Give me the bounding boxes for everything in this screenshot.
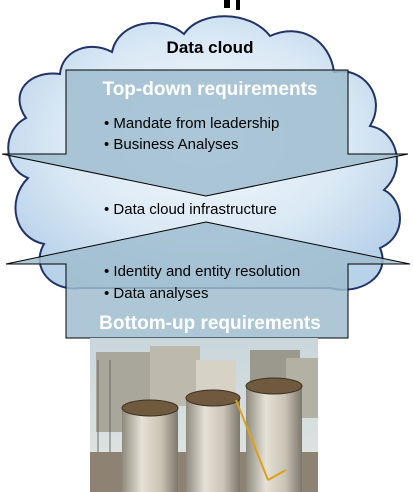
bullet: • (104, 285, 113, 302)
top-down-heading: Top-down requirements (103, 79, 318, 100)
bottom-up-heading: Bottom-up requirements (99, 313, 321, 334)
bullet: • (104, 136, 113, 153)
bottom-up-item-2-text: Data analyses (113, 285, 208, 302)
silo-photo (90, 338, 318, 492)
cropped-top-text (224, 0, 240, 10)
bullet: • (104, 201, 113, 218)
bullet: • (104, 115, 113, 132)
cloud-title: Data cloud (167, 38, 254, 57)
bullet: • (104, 263, 113, 280)
bottom-up-item-2: • Data analyses (104, 285, 208, 302)
top-down-item-2: • Business Analyses (104, 136, 239, 153)
middle-item-1-text: Data cloud infrastructure (113, 201, 276, 218)
top-down-item-1-text: Mandate from leadership (113, 115, 279, 132)
bottom-up-item-1: • Identity and entity resolution (104, 263, 300, 280)
top-down-item-2-text: Business Analyses (113, 136, 238, 153)
bottom-up-item-1-text: Identity and entity resolution (113, 263, 300, 280)
top-down-arrow (1, 69, 409, 197)
top-down-item-1: • Mandate from leadership (104, 115, 279, 132)
middle-item-1: • Data cloud infrastructure (104, 201, 277, 218)
